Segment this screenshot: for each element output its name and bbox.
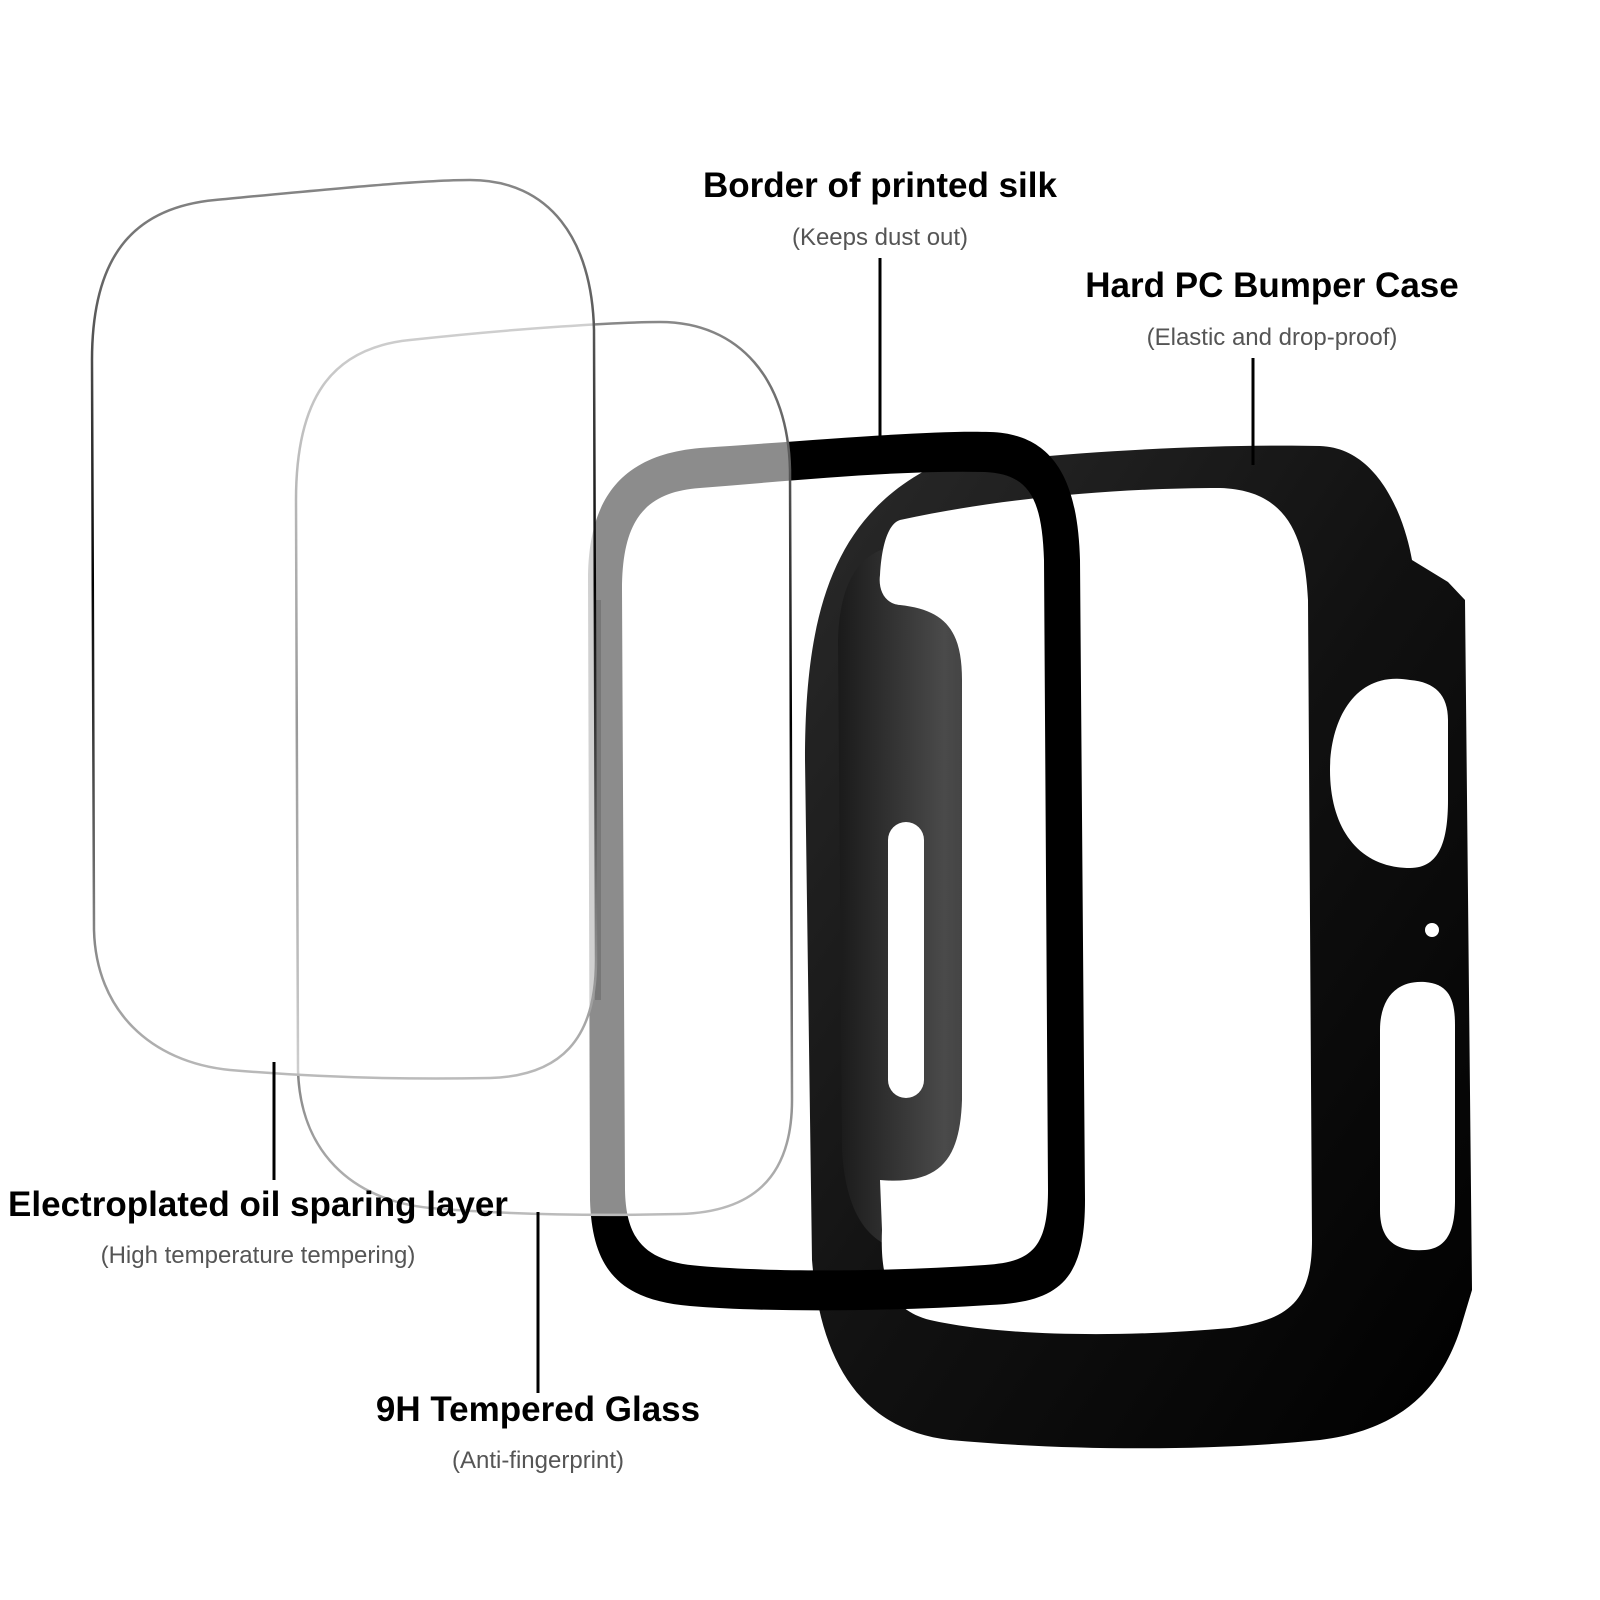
bumper-case-crown-cutout	[1330, 678, 1448, 868]
border-subtitle: (Keeps dust out)	[791, 224, 969, 251]
bumper-subtitle: (Elastic and drop-proof)	[1146, 324, 1398, 351]
bumper-case-mic-hole	[1425, 923, 1439, 937]
border-title: Border of printed silk	[703, 166, 1057, 205]
leader-lines	[272, 258, 1255, 1393]
glass-subtitle: (Anti-fingerprint)	[451, 1447, 625, 1474]
bumper-case-button-cutout	[1380, 981, 1455, 1251]
electroplated-subtitle: (High temperature tempering)	[100, 1242, 416, 1269]
electroplated-layer-sheet	[90, 178, 598, 1080]
bumper-case	[805, 445, 1472, 1449]
glass-title: 9H Tempered Glass	[375, 1390, 701, 1429]
bumper-case-window	[879, 488, 1312, 1335]
bumper-case-side-slot	[888, 822, 924, 1098]
electroplated-title: Electroplated oil sparing layer	[8, 1185, 508, 1224]
bumper-title: Hard PC Bumper Case	[1085, 266, 1459, 305]
